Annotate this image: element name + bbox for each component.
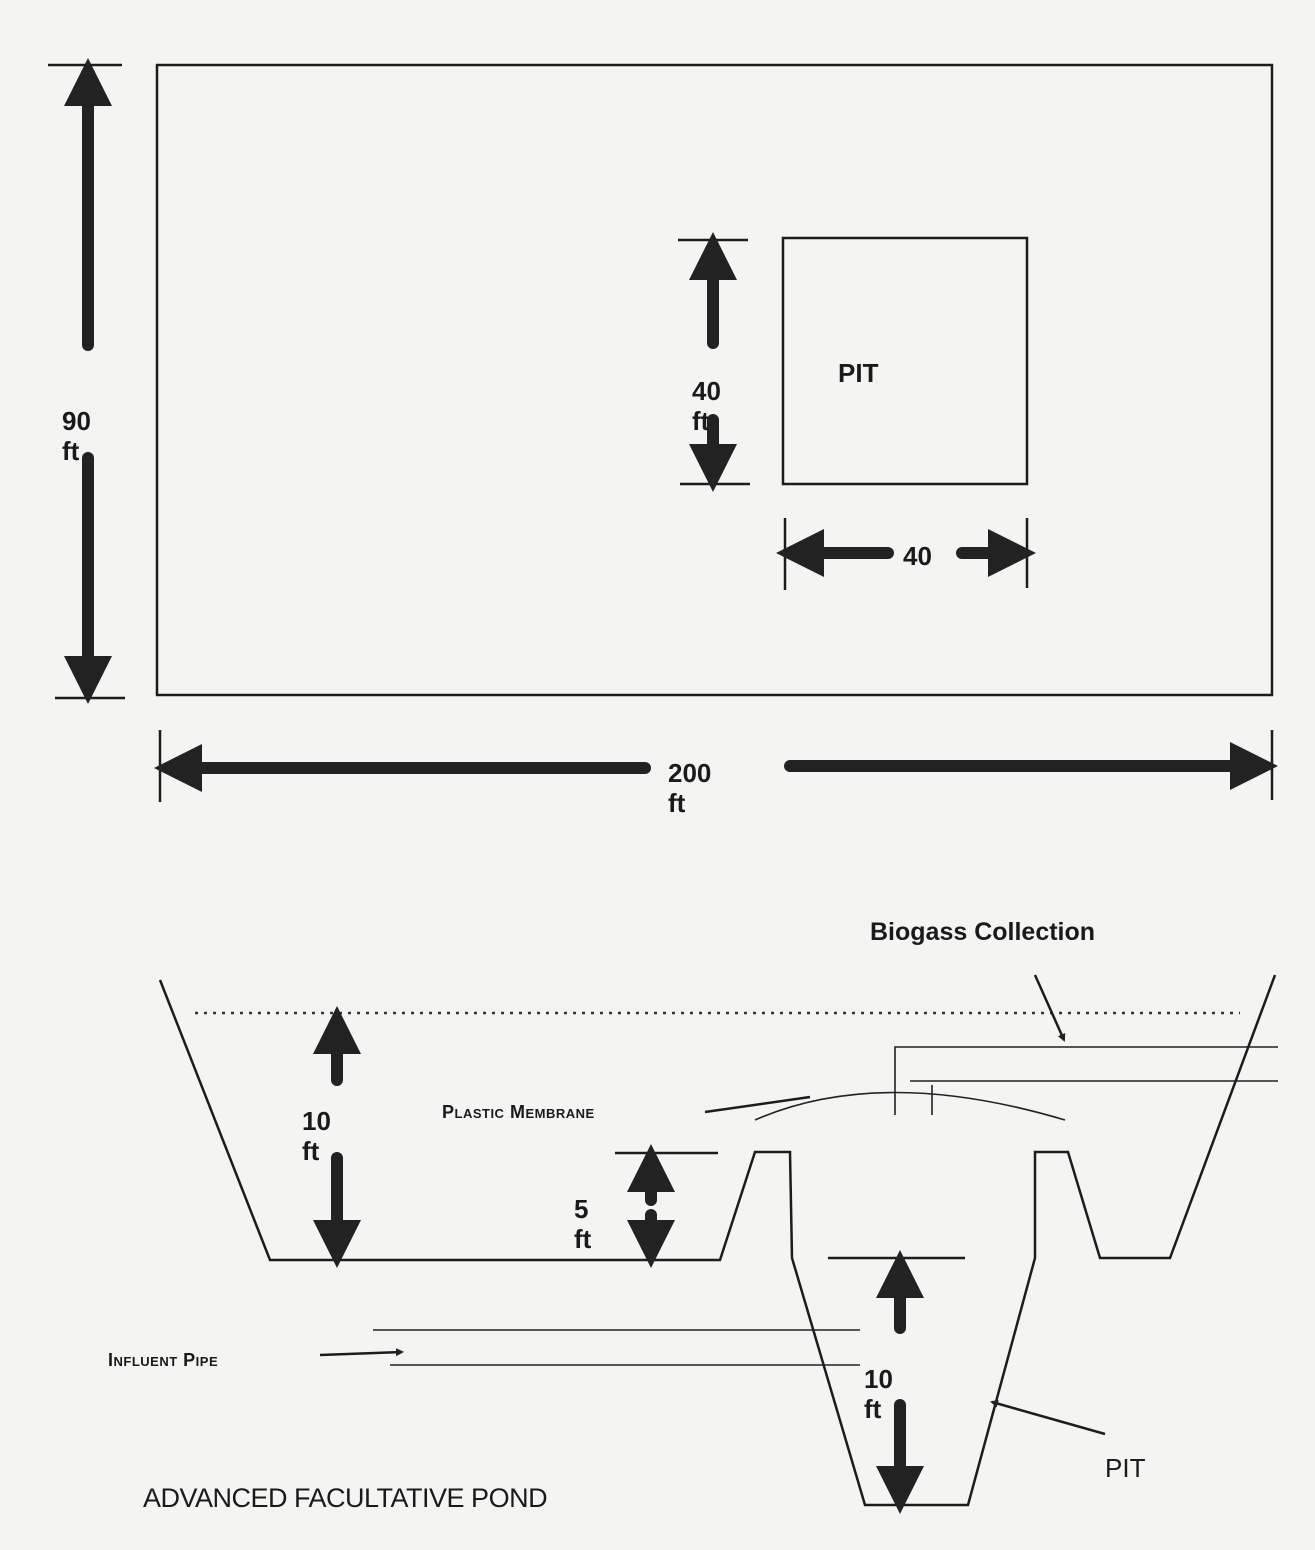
pit-width-value: 40 bbox=[903, 541, 932, 571]
dimension-200ft: 200 ft bbox=[154, 730, 1278, 818]
influent-label: Influent Pipe bbox=[108, 1350, 218, 1370]
pit-outline bbox=[781, 236, 1029, 486]
pit-height-value: 40 bbox=[692, 376, 721, 406]
pit-depth-unit: ft bbox=[864, 1394, 882, 1424]
dimension-pit-depth: 10 ft bbox=[828, 1250, 965, 1514]
dim-90-value: 90 bbox=[62, 406, 91, 436]
section-view: Biogass Collection Plastic Membrane 10 f… bbox=[108, 918, 1278, 1514]
biogas-collection: Biogass Collection bbox=[754, 918, 1278, 1121]
dimension-pit-40ft: 40 ft 40 bbox=[678, 232, 1036, 590]
membrane-label: Plastic Membrane bbox=[442, 1102, 595, 1122]
pit-label-section: PIT bbox=[1105, 1453, 1146, 1483]
diagram-title: ADVANCED FACULTATIVE POND bbox=[143, 1483, 547, 1513]
pond-depth-value: 10 bbox=[302, 1106, 331, 1136]
dimension-90ft: 90 ft bbox=[48, 58, 125, 704]
dim-90-unit: ft bbox=[62, 436, 80, 466]
dim-200-unit: ft bbox=[668, 788, 686, 818]
pond-outline bbox=[155, 63, 1274, 697]
dimension-pond-depth: 10 ft bbox=[302, 1006, 361, 1268]
influent-pipe: Influent Pipe bbox=[108, 1329, 860, 1370]
plan-view: 90 ft 200 ft PIT 40 ft 40 bbox=[48, 58, 1278, 818]
biogas-label: Biogass Collection bbox=[870, 918, 1095, 946]
pit-height-unit: ft bbox=[692, 406, 710, 436]
dimension-berm-height: 5 ft bbox=[574, 1144, 718, 1268]
dim-200-value: 200 bbox=[668, 758, 711, 788]
berm-height-value: 5 bbox=[574, 1194, 588, 1224]
pond-profile bbox=[158, 974, 1277, 1507]
pit-depth-value: 10 bbox=[864, 1364, 893, 1394]
pond-depth-unit: ft bbox=[302, 1136, 320, 1166]
plastic-membrane bbox=[754, 1091, 1066, 1121]
pit-label-plan: PIT bbox=[838, 358, 879, 388]
berm-height-unit: ft bbox=[574, 1224, 592, 1254]
